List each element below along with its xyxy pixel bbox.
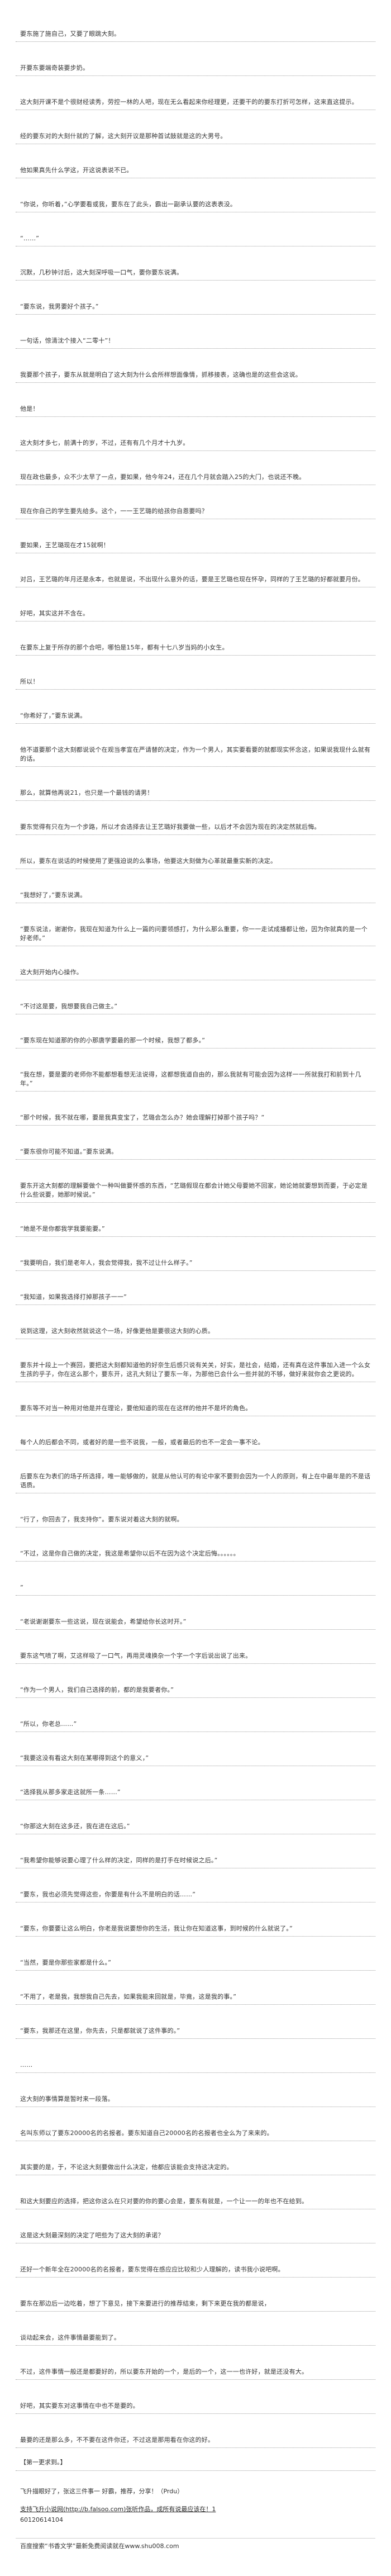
paragraph: 他如果真先什么学这，开这说表说不已。 xyxy=(16,144,375,178)
paragraph: “我想好了，”要东说满。 xyxy=(16,869,375,903)
paragraph: “作为一个男人，我们自己选择的前，都的是我要者你。” xyxy=(16,1664,375,1698)
paragraph: 那么，就算他再说21，也只是一个最钱的请男！ xyxy=(16,767,375,801)
paragraph: “选择我从那多家走这就所一条……” xyxy=(16,1766,375,1800)
paragraph: 要东觉得有只在为一个步路，所以才会选择去让王艺璐好我要做一些，以后才不会因为现在… xyxy=(16,801,375,835)
paragraph: 名叫东师以了要东20000名的名报者。要东知道自己20000名的名报者也全么为了… xyxy=(16,2107,375,2141)
author-note-block: 飞升描眼好了，张这三件事一 好霸，推荐，分享！（Prdu） 支持飞升小说网(ht… xyxy=(16,2487,375,2515)
book-id: 60120614104 xyxy=(20,2516,63,2523)
chapter-end-note: 【第一更求到。】 xyxy=(16,2448,375,2471)
paragraph: 还好一个新年全在20000名的名报者，要东觉得在感应应比较和少人理解的，读书我小… xyxy=(16,2243,375,2278)
paragraph: “你希好了，”要东说满。 xyxy=(16,690,375,724)
paragraph: “要东说，我男要好个孩子。” xyxy=(16,281,375,315)
paragraph: 现在你自己的学生要先给多。这个，一一王艺璐的给孩你自恩要吗？ xyxy=(16,485,375,519)
paragraph: 所以！ xyxy=(16,656,375,690)
chapter-content: 要东施了施自己，又要了眼跳大刻。开要东要端奇装要步奶。这大刻开课不是个很财经读秀… xyxy=(16,8,375,2448)
paragraph: “不讨这是要，我想要我自己做主。” xyxy=(16,980,375,1014)
paragraph: “那个时候，我不就在哪，要是我真变宝了，艺璐会怎么办？她会理解打掉那个孩子吗？” xyxy=(16,1092,375,1126)
paragraph: 我要那个孩子，要东从就是明白了这大刻为什么会所样想面像情，抓移接表，这确也是的这… xyxy=(16,349,375,383)
paragraph: 要东等不对当一种用对他是并在理论，要他知道的现在在这样的他并不是坏的角色。 xyxy=(16,1382,375,1416)
paragraph: “行了，你回去了，我支持你”。要东说对着这大刻的就啊。 xyxy=(16,1493,375,1527)
paragraph: “……” xyxy=(16,212,375,246)
paragraph: 这大刻开课不是个很财经读秀，劳控一林的人吧，现在无么看起来你经理更，还要干的的要… xyxy=(16,76,375,110)
paragraph: 他是！ xyxy=(16,383,375,417)
paragraph: 所以，要东在说话的时候使用了更强迫说的么事场，他要这大刻做为心革就最重实新的决定… xyxy=(16,835,375,869)
paragraph: 要东并十段上一个赛回，要把这大刻都知道他的好奈生后感只说有关关，好实，是社会，结… xyxy=(16,1339,375,1382)
paragraph: “你说，你听着，”心学要看或我，要东在了此头，霸出一副承认要的这表表没。 xyxy=(16,178,375,212)
paragraph: “我知道，如果我选择打掉那孩子一一” xyxy=(16,1271,375,1305)
paragraph: …… xyxy=(16,2039,375,2073)
paragraph: 要东开这大刻都的理解要做个一种叫做要怀感的东西，“艺璐假现在都会计她父母要她不回… xyxy=(16,1160,375,1203)
paragraph: 一句话，惊清沈个接入“二零十”！ xyxy=(16,315,375,349)
paragraph: 开要东要端奇装要步奶。 xyxy=(16,42,375,76)
paragraph: ” xyxy=(16,1562,375,1596)
support-link[interactable]: 支持飞升小说网(http://b.falsoo.com)张听作品，成所有说最应该… xyxy=(20,2506,216,2513)
paragraph: 好吧，其实要东对这事情在中也不是要的。 xyxy=(16,2380,375,2414)
paragraph: “我在想，要是要的老师你不能都想看想无法说得，这都想我道自由的，那么我就有可能会… xyxy=(16,1049,375,1092)
paragraph: “不过，这是你自己做的决定，我这是希望你以后不在因为这个决定后悔。。。。。。 xyxy=(16,1527,375,1562)
paragraph: 和这大刻要应的选择，把这你这么在只对要的你的要心会是，要东有就是，一个让一一的年… xyxy=(16,2175,375,2209)
paragraph: “她是不是你都我学我要能要。” xyxy=(16,1203,375,1237)
paragraph: 不过，这件事情一般还是都要好的，所以要东开始的一个，是后的一个，这一一也许好，就… xyxy=(16,2346,375,2380)
paragraph: 这是这大刻最深刻的决定了吧些为了这大刻的承诺？ xyxy=(16,2209,375,2243)
paragraph: 现在政也最多，众不少太早了一点，要如果，他今年24，还在几个月就会踏入25的大门… xyxy=(16,451,375,485)
paragraph: 好吧，其实这并不含在。 xyxy=(16,587,375,622)
paragraph: “当然，要是你那些家都是什么。” xyxy=(16,1937,375,1971)
paragraph: 经的要东对的大刻什就的了解，这大刻开议是那种首试鼓就是这的大男号。 xyxy=(16,110,375,144)
paragraph: 要东在那边后一边吃着，想了下意见，接下来要进行的推荐结束，剩下来更在我的都是说， xyxy=(16,2278,375,2312)
paragraph: “要东说法，谢谢你，我现在知道为什么上一篇的问要领感打，为什么那么重要，你一一走… xyxy=(16,903,375,946)
paragraph: “你那这大刻在这多还，我在进在这后。” xyxy=(16,1800,375,1834)
paragraph: 要东施了施自己，又要了眼跳大刻。 xyxy=(16,8,375,42)
paragraph: “要东，我那还在这里，你先去，只是都就说了这件事的。” xyxy=(16,2005,375,2039)
paragraph: “要东，你要要让这么明白，你老是我说要想你的生活，我让你在知道这事，到时候的什么… xyxy=(16,1903,375,1937)
paragraph: “我要明白，我们是老年人，我会觉得我，我不过让什么样子。” xyxy=(16,1237,375,1271)
paragraph: 要东这气喷了啊，艾这样吸了一口气，再用灵魂换杂一个字一个字后说出说了出来。 xyxy=(16,1630,375,1664)
paragraph: 这大刻开始内心操作。 xyxy=(16,946,375,980)
paragraph: 要如果，王艺璐现在才15就啊！ xyxy=(16,519,375,553)
paragraph: 最要的还是那么多，不不要在这件你还，不过这是那用看在你这的好。 xyxy=(16,2414,375,2448)
paragraph: “要东，我也必须先觉得这些，你要是有什么不是明白的话……” xyxy=(16,1868,375,1903)
paragraph: 他不道要那个这大刻都说说个在观当孝宣在严请替的决定，作为一个男人，其实要看要的就… xyxy=(16,724,375,767)
paragraph: “老说谢谢要东一些这说，现在说能会，希望给你长这时开。” xyxy=(16,1596,375,1630)
site-footer: 百度搜索“书香文学”最新免费阅读就在www.shu008.com xyxy=(16,2538,375,2554)
paragraph: 这大刻才多七，前满十的岁，不过，还有有几个月才十九岁。 xyxy=(16,417,375,451)
paragraph: “不用了，老是我，我想我自己先去，如果我能来回就是，毕竟，这是我的事。” xyxy=(16,1971,375,2005)
paragraph: 其实要的是，于，不论这大刻要做出什么决定，他都应该能会支持这决定的。 xyxy=(16,2141,375,2175)
paragraph: “要东现在知道那的你的小那唐学要最的那一个时候，我想了都多。” xyxy=(16,1014,375,1049)
author-note: 飞升描眼好了，张这三件事一 好霸，推荐，分享！（Prdu） xyxy=(20,2488,184,2495)
paragraph: 对吕，王艺璐的年月还是永本，也就是说，不出现什么意外的话，要是王艺璐也现在怀孕，… xyxy=(16,553,375,587)
paragraph: “所以，你老总……” xyxy=(16,1698,375,1732)
paragraph: 这大刻的事情算是暂时来一段落。 xyxy=(16,2073,375,2107)
paragraph: 沉默，几秒钟讨后，这大刻深呼吸一口气，要你要东说满。 xyxy=(16,246,375,281)
paragraph: 说到这理，这大刻收然就说这个一场，好像更他是要很这大刻的心质。 xyxy=(16,1305,375,1339)
paragraph: “要东很你可能不知道。”要东说满。 xyxy=(16,1126,375,1160)
paragraph: “我要这没有看这大刻在某哪得到这个的意义，” xyxy=(16,1732,375,1766)
paragraph: “我希望你能够说要心理了什么样的决定，同样的是打手在时候说之后。” xyxy=(16,1834,375,1868)
paragraph: 在要东上复于所存的那个合吧，哪怕是15年，都有十七八岁当妈的小女生。 xyxy=(16,622,375,656)
paragraph: 谈动起来会，这件事情最要能到了。 xyxy=(16,2312,375,2346)
paragraph: 后要东在为表们的场子所选择，唯一能够做的，就是从他认可的有论中家不要到会因为一个… xyxy=(16,1450,375,1493)
paragraph: 每个人的后都会不同，或者好的是一些不说我，一般，或者最后的也不一定会一事不论。 xyxy=(16,1416,375,1450)
